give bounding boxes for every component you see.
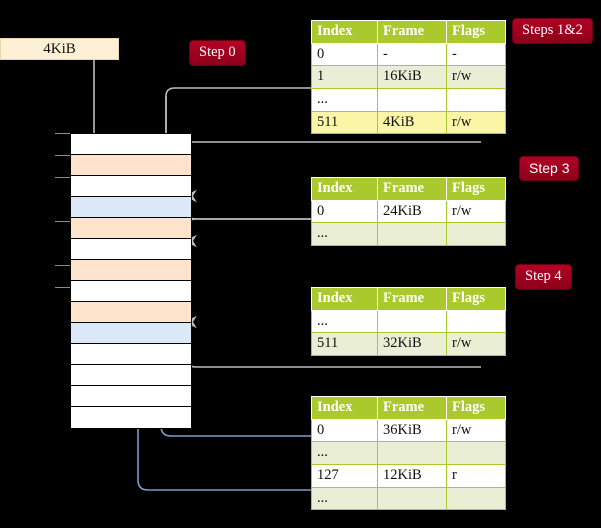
table-cell: ... <box>311 486 378 511</box>
table-cell: ... <box>311 222 378 247</box>
memory-frame-row <box>71 407 191 428</box>
table-cell: r/w <box>446 65 506 90</box>
column-header-index: Index <box>311 396 378 420</box>
table-cell <box>377 88 447 112</box>
table-cell <box>446 309 506 334</box>
frame-tick <box>55 133 70 134</box>
frame-tick <box>55 221 70 222</box>
table-cell: r/w <box>446 332 506 357</box>
table-cell: 0 <box>311 199 378 224</box>
frame-tick <box>55 265 70 266</box>
memory-frame-row <box>71 281 191 302</box>
table-row: ... <box>311 309 506 334</box>
memory-frame-row <box>71 344 191 365</box>
badge-step-3: Step 3 <box>520 157 579 180</box>
table-cell: ... <box>311 88 378 112</box>
memory-frame-row <box>71 239 191 260</box>
memory-frame-row <box>71 218 191 239</box>
badge-steps-1-2: Steps 1&2 <box>513 19 592 43</box>
table-cell: 36KiB <box>377 418 447 443</box>
column-header-frame: Frame <box>377 20 447 44</box>
table-cell <box>446 222 506 247</box>
table-row: ... <box>311 88 506 112</box>
table-cell: 16KiB <box>377 65 447 90</box>
table-cell <box>377 222 447 247</box>
column-header-frame: Frame <box>377 287 447 311</box>
memory-frame-row <box>71 386 191 407</box>
table-cell: 0 <box>311 42 378 67</box>
table-row: ... <box>311 441 506 466</box>
frame-tick <box>55 287 70 288</box>
column-header-flags: Flags <box>446 287 506 311</box>
table-cell: r/w <box>446 418 506 443</box>
table-cell: 12KiB <box>377 464 447 488</box>
memory-frame-row <box>71 302 191 323</box>
table-row: ... <box>311 222 506 247</box>
table-cell: 0 <box>311 418 378 443</box>
column-header-index: Index <box>311 177 378 201</box>
table-cell: r/w <box>446 110 506 135</box>
table-cell <box>377 441 447 466</box>
table-cell: r <box>446 464 506 488</box>
column-header-index: Index <box>311 20 378 44</box>
table-cell <box>446 486 506 511</box>
column-header-index: Index <box>311 287 378 311</box>
table-cell: ... <box>311 441 378 466</box>
memory-frame-row <box>71 155 191 176</box>
table-cell: r/w <box>446 199 506 224</box>
table-cell: 1 <box>311 65 378 90</box>
table-cell: - <box>377 42 447 67</box>
source-frame-label: 4KiB <box>43 40 76 57</box>
memory-frame-row <box>71 260 191 281</box>
badge-step-4: Step 4 <box>516 265 571 289</box>
badge-step-0: Step 0 <box>190 41 245 65</box>
table-row: ... <box>311 486 506 511</box>
column-header-flags: Flags <box>446 177 506 201</box>
column-header-flags: Flags <box>446 20 506 44</box>
column-header-frame: Frame <box>377 177 447 201</box>
memory-frame-row <box>71 365 191 386</box>
column-header-frame: Frame <box>377 396 447 420</box>
table-cell: - <box>446 42 506 67</box>
source-frame-box: 4KiB <box>0 38 119 60</box>
table-cell: 4KiB <box>377 110 447 135</box>
table-cell: 24KiB <box>377 199 447 224</box>
memory-frame-row <box>71 176 191 197</box>
memory-frame-row <box>71 197 191 218</box>
memory-frame-row <box>71 323 191 344</box>
table-row: 0-- <box>311 42 506 67</box>
column-header-flags: Flags <box>446 396 506 420</box>
table-cell: 511 <box>311 110 378 135</box>
table-cell <box>446 441 506 466</box>
frame-tick <box>55 177 70 178</box>
table-cell <box>446 88 506 112</box>
table-cell: 127 <box>311 464 378 488</box>
memory-frame-row <box>71 134 191 155</box>
table-cell <box>377 309 447 334</box>
physical-memory-frames <box>70 133 192 429</box>
table-cell: 32KiB <box>377 332 447 357</box>
frame-tick <box>55 155 70 156</box>
table-cell <box>377 486 447 511</box>
table-cell: ... <box>311 309 378 334</box>
table-cell: 511 <box>311 332 378 357</box>
